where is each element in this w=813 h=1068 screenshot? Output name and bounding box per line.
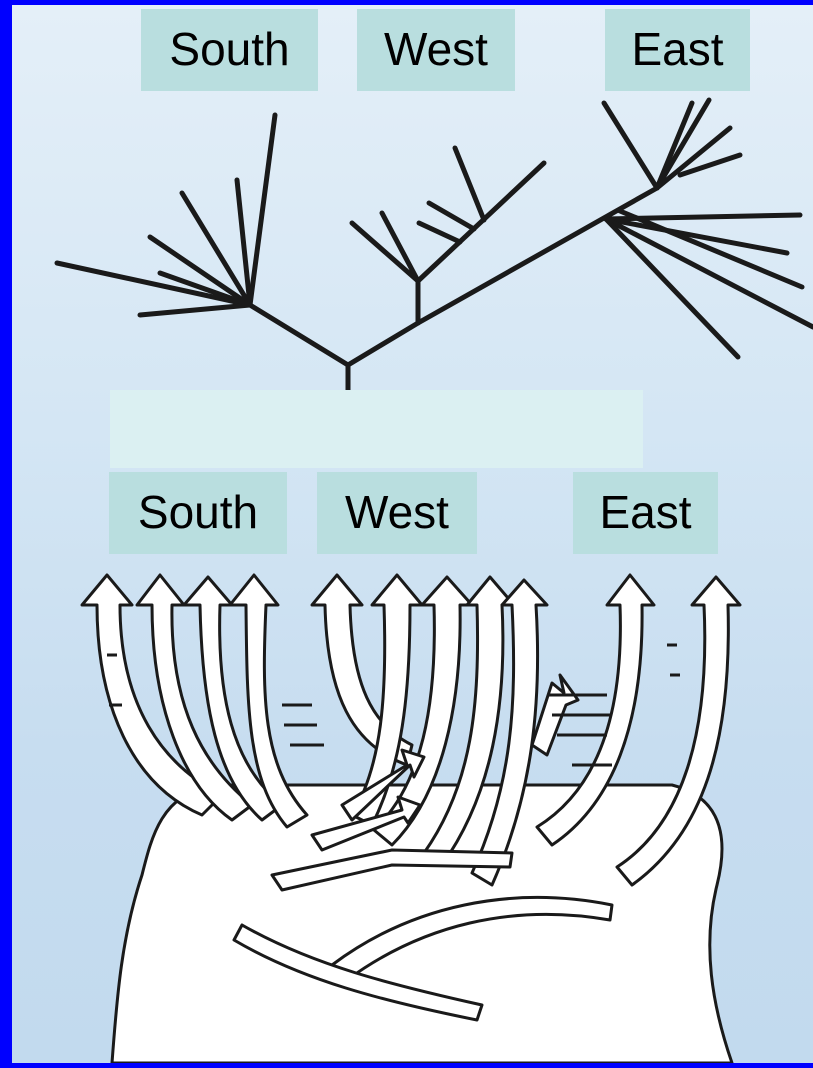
- braided-tree-diagram: [12, 5, 813, 1063]
- slide: South West East: [12, 5, 813, 1063]
